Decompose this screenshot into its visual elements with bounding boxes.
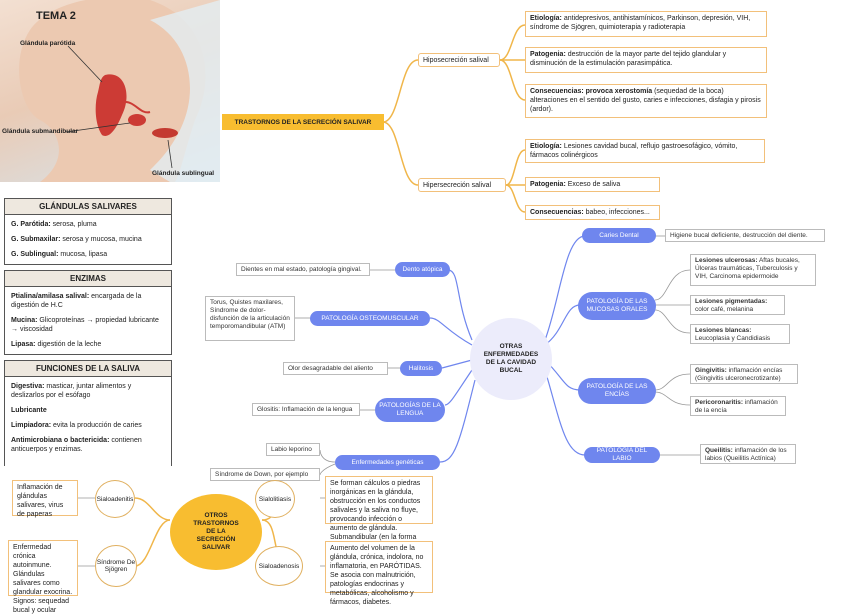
otros-center-bubble: OTROS TRASTORNOS DE LA SECRECIÓN SALIVAR bbox=[170, 494, 262, 570]
dento-desc: Dientes en mal estado, patología gingiva… bbox=[236, 263, 370, 276]
glandulas-table: GLÁNDULAS SALIVARES G. Parótida: serosa,… bbox=[4, 198, 172, 265]
funciones-row-term: Lubricante bbox=[11, 407, 47, 414]
geneticas-desc1: Labio leporino bbox=[266, 443, 320, 456]
glandulas-row-term: G. Parótida: bbox=[11, 221, 51, 228]
hipo-consecuencias: Consecuencias: provoca xerostomía (seque… bbox=[525, 84, 767, 118]
labio-node: PATOLOGÍA DEL LABIO bbox=[584, 447, 660, 463]
parotida-label: Glándula parótida bbox=[20, 40, 76, 47]
caries-node: Caries Dental bbox=[582, 228, 656, 243]
glandulas-row-text: serosa y mucosa, mucina bbox=[60, 236, 142, 243]
enzimas-row: Ptialina/amilasa salival: encargada de l… bbox=[5, 289, 171, 313]
encias-gingivitis: Gingivitis: inflamación encías (Gingivit… bbox=[690, 364, 798, 384]
hiper-etiologia: Etiología: Lesiones cavidad bucal, reflu… bbox=[525, 139, 765, 163]
enzimas-row-text: digestión de la leche bbox=[35, 341, 102, 348]
funciones-row: Digestiva: masticar, juntar alimentos y … bbox=[5, 379, 171, 403]
sialolitiasis-desc: Se forman cálculos o piedras inorgánicas… bbox=[325, 476, 433, 550]
glandulas-row: G. Parótida: serosa, pluma bbox=[5, 217, 171, 232]
funciones-table: FUNCIONES DE LA SALIVA Digestiva: mastic… bbox=[4, 360, 172, 466]
osteo-desc: Torus, Quistes maxilares, Síndrome de do… bbox=[205, 296, 295, 341]
encias-node: PATOLOGÍA DE LAS ENCÍAS bbox=[578, 378, 656, 404]
parotid-shape bbox=[95, 74, 127, 136]
encias-pericoronitis: Pericoronaritis: inflamación de la encía bbox=[690, 396, 786, 416]
glandulas-row: G. Sublingual: mucosa, lipasa bbox=[5, 247, 171, 262]
hipo-etiologia: Etiología: antidepresivos, antihistamíni… bbox=[525, 11, 767, 37]
submandibular-shape bbox=[128, 114, 146, 126]
sjogren-desc: Enfermedad crónica autoinmune. Glándulas… bbox=[8, 540, 78, 614]
otras-center-bubble: OTRAS ENFERMEDADES DE LA CAVIDAD BUCAL bbox=[470, 318, 552, 400]
dento-node: Dento atópica bbox=[395, 262, 450, 277]
halitosis-desc: Olor desagradable del aliento bbox=[283, 362, 388, 375]
mucosas-ulcerosas: Lesiones ulcerosas: Aftas bucales, Úlcer… bbox=[690, 254, 816, 286]
halitosis-node: Halitosis bbox=[400, 361, 442, 376]
funciones-row-text: evita la producción de caries bbox=[51, 422, 142, 429]
mucosas-blancas: Lesiones blancas: Leucoplasia y Candidia… bbox=[690, 324, 790, 344]
osteo-node: PATOLOGÍA OSTEOMUSCULAR bbox=[310, 311, 430, 326]
enzimas-title: ENZIMAS bbox=[5, 271, 171, 287]
hipo-patogenia: Patogenia: destrucción de la mayor parte… bbox=[525, 47, 767, 73]
glandulas-row-term: G. Submaxilar: bbox=[11, 236, 61, 243]
sialoadenosis-desc: Aumento del volumen de la glándula, crón… bbox=[325, 541, 433, 606]
enzimas-row-term: Lipasa: bbox=[11, 341, 36, 348]
otras-center-label: OTRAS ENFERMEDADES DE LA CAVIDAD BUCAL bbox=[483, 343, 539, 374]
funciones-row-term: Antimicrobiana o bactericida: bbox=[11, 437, 110, 444]
geneticas-desc2: Síndrome de Down, por ejemplo bbox=[210, 468, 320, 481]
connector-lines bbox=[78, 24, 700, 567]
funciones-row-term: Digestiva: bbox=[11, 383, 45, 390]
mucosas-node: PATOLOGÍA DE LAS MUCOSAS ORALES bbox=[578, 292, 656, 320]
enzimas-row-term: Ptialina/amilasa salival: bbox=[11, 293, 90, 300]
sialoadenosis-node: Sialoadenosis bbox=[255, 546, 303, 586]
funciones-row: Antimicrobiana o bactericida: contienen … bbox=[5, 433, 171, 457]
hiper-patogenia: Patogenia: Exceso de saliva bbox=[525, 177, 660, 192]
sialolitiasis-node: Sialolitiasis bbox=[255, 480, 295, 518]
funciones-row-text: masticar, juntar alimentos y deslizarlos… bbox=[11, 383, 132, 399]
lengua-node: PATOLOGÍAS DE LA LENGUA bbox=[375, 398, 445, 422]
hiposecrecion-node: Hiposecreción salival bbox=[418, 53, 500, 67]
enzimas-row: Lipasa: digestión de la leche bbox=[5, 337, 171, 352]
funciones-row-text: contienen anticuerpos y enzimas. bbox=[11, 437, 142, 453]
glandulas-title: GLÁNDULAS SALIVARES bbox=[5, 199, 171, 215]
sublingual-label: Glándula sublingual bbox=[152, 170, 215, 177]
geneticas-node: Enfermedades genéticas bbox=[335, 455, 440, 470]
hiper-consecuencias: Consecuencias: babeo, infecciones... bbox=[525, 205, 660, 220]
anatomy-illustration: TEMA 2 Glándula parótida Glándula subman… bbox=[0, 0, 220, 182]
enzimas-row-text: encargada de la digestión de H.C bbox=[11, 293, 142, 309]
glandulas-row-text: serosa, pluma bbox=[50, 221, 97, 228]
trastornos-title: TRASTORNOS DE LA SECRECIÓN SALIVAR bbox=[222, 114, 384, 130]
enzimas-table: ENZIMAS Ptialina/amilasa salival: encarg… bbox=[4, 270, 172, 355]
funciones-row: Lubricante bbox=[5, 403, 171, 418]
enzimas-row-term: Mucina: bbox=[11, 317, 38, 324]
lengua-desc: Glositis: Inflamación de la lengua bbox=[252, 403, 360, 416]
funciones-row-term: Limpiadora: bbox=[11, 422, 52, 429]
labio-queilitis: Queilitis: inflamación de los labios (Qu… bbox=[700, 444, 796, 464]
hipersecrecion-node: Hipersecreción salival bbox=[418, 178, 506, 192]
funciones-title: FUNCIONES DE LA SALIVA bbox=[5, 361, 171, 377]
sublingual-shape bbox=[152, 128, 178, 138]
sjogren-node: Síndrome De Sjögren bbox=[95, 545, 137, 587]
sialoadenitis-desc: Inflamación de glándulas salivares, viru… bbox=[12, 480, 78, 518]
caries-desc: Higiene bucal deficiente, destrucción de… bbox=[665, 229, 825, 242]
glandulas-row-text: mucosa, lipasa bbox=[58, 251, 108, 258]
otros-center-label: OTROS TRASTORNOS DE LA SECRECIÓN SALIVAR bbox=[193, 512, 239, 551]
sialoadenitis-node: Sialoadenitis bbox=[95, 480, 135, 518]
enzimas-row-text: Glicoproteínas → propiedad lubricante → … bbox=[11, 317, 159, 333]
submandibular-label: Glándula submandibular bbox=[2, 128, 79, 135]
head-drawing bbox=[19, 0, 220, 182]
mucosas-pigmentadas: Lesiones pigmentadas: color café, melani… bbox=[690, 295, 785, 315]
tema-label: TEMA 2 bbox=[36, 10, 76, 22]
glandulas-row-term: G. Sublingual: bbox=[11, 251, 59, 258]
enzimas-row: Mucina: Glicoproteínas → propiedad lubri… bbox=[5, 313, 171, 337]
glandulas-row: G. Submaxilar: serosa y mucosa, mucina bbox=[5, 232, 171, 247]
funciones-row: Limpiadora: evita la producción de carie… bbox=[5, 418, 171, 433]
